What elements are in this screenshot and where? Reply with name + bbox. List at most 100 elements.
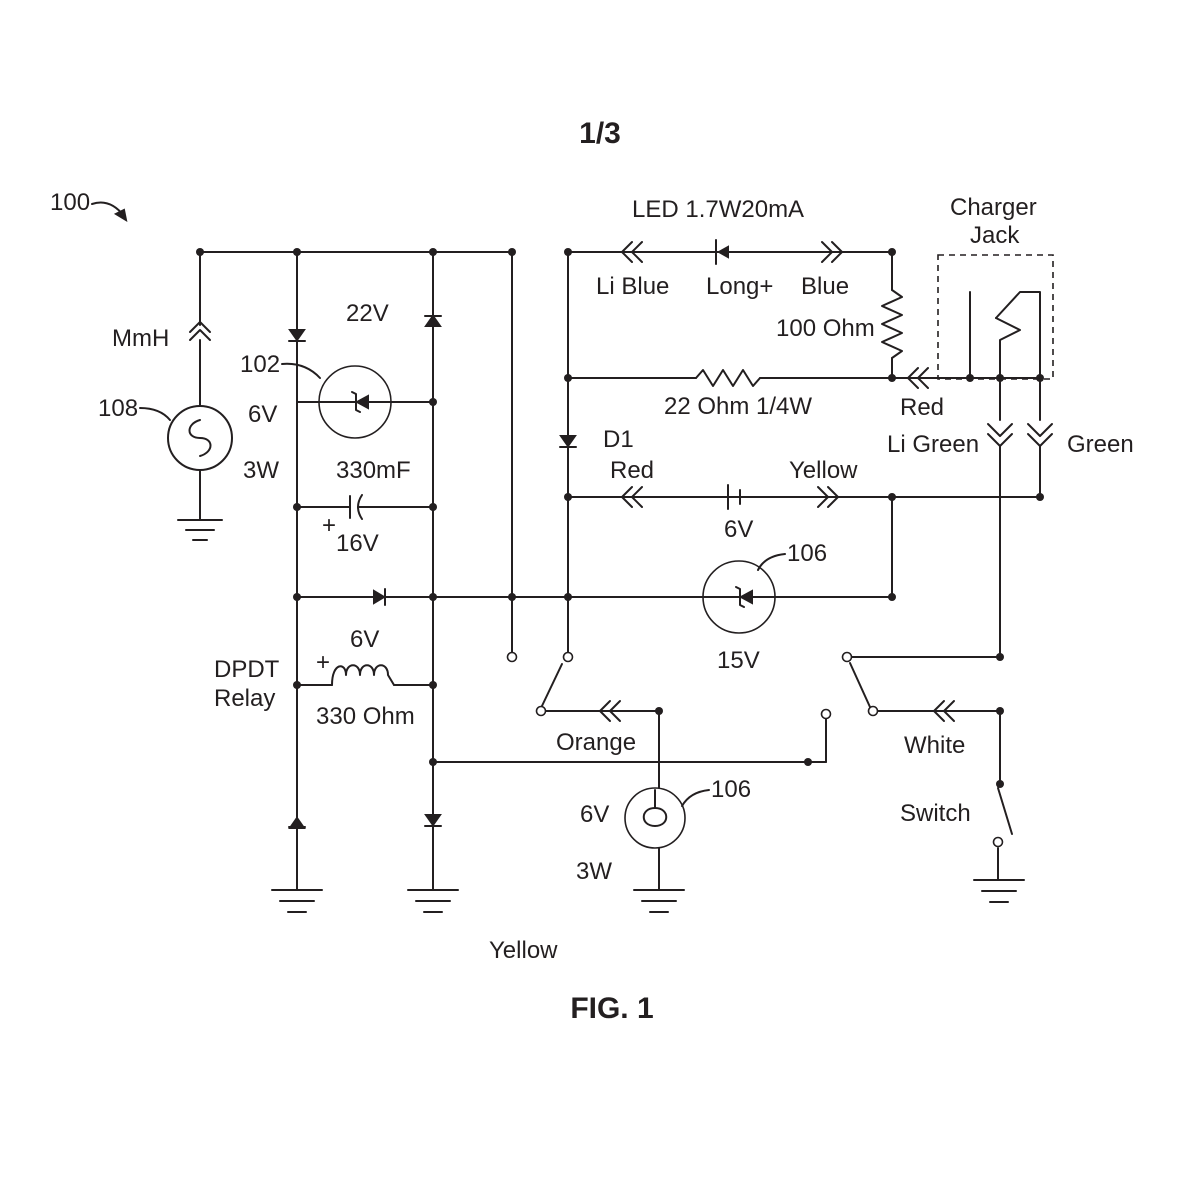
- reference-numeral-108: 108: [98, 395, 138, 422]
- resistor-22-ohm-row: [567, 367, 1041, 389]
- relay-plus-label: +: [316, 649, 330, 676]
- diode-d1-icon: [559, 435, 577, 448]
- diode-right-icon: [373, 589, 386, 605]
- resistor-zigzag-icon: [881, 289, 903, 359]
- yellow-label-bottom: Yellow: [489, 937, 558, 964]
- zener-bar-icon: [735, 586, 745, 608]
- li-green-label: Li Green: [887, 431, 979, 458]
- capacitor-voltage-label: 16V: [336, 530, 379, 557]
- ground-icon: [271, 889, 323, 913]
- led-label: LED 1.7W20mA: [632, 196, 804, 223]
- reference-numeral-102: 102: [240, 351, 280, 378]
- zener-voltage-label: 15V: [717, 647, 760, 674]
- connector-white-icon: [933, 700, 955, 722]
- capacitor-330mf: [296, 494, 434, 520]
- ground-icon: [633, 889, 685, 913]
- jack-tip-icon: [995, 317, 1021, 421]
- white-label: White: [904, 732, 965, 759]
- mmh-label: MmH: [112, 325, 169, 352]
- source-3w-label: 3W: [243, 457, 279, 484]
- junction-dots: [196, 248, 1044, 788]
- zener-arrow-icon: [354, 394, 369, 410]
- zener-106: [702, 496, 893, 634]
- figure-caption: FIG. 1: [570, 992, 653, 1025]
- connector-orange-icon: [599, 700, 621, 722]
- right-rail: [407, 251, 459, 913]
- lamp-wattage-label: 3W: [576, 858, 612, 885]
- sine-wave-icon: [188, 419, 212, 457]
- zener-arrow-icon: [738, 589, 753, 605]
- diode-down-icon: [288, 329, 306, 342]
- battery-row: [567, 445, 1041, 510]
- connector-li-green-icon: [987, 423, 1013, 447]
- capacitor-plus-label: +: [322, 512, 336, 539]
- d1-label: D1: [603, 426, 634, 453]
- connector-li-blue-icon: [621, 241, 643, 263]
- relay-switch-arm-icon: [540, 663, 563, 709]
- source-6v-label: 6V: [248, 401, 277, 428]
- reference-arrowhead-100: [113, 208, 128, 223]
- charger-label-line1: Charger: [950, 194, 1037, 221]
- connector-red-icon: [907, 367, 929, 389]
- lamp-106: [624, 787, 686, 913]
- connector-red-icon: [621, 486, 643, 508]
- relay-name-line1: DPDT: [214, 656, 280, 683]
- relay-coil: [296, 664, 434, 686]
- relay-resistance-label: 330 Ohm: [316, 703, 415, 730]
- charger-jack: [937, 254, 1054, 447]
- ac-source-branch: [167, 251, 233, 541]
- charger-jack-outline: [937, 254, 1054, 380]
- relay-voltage-label: 6V: [350, 626, 379, 653]
- connector-green-icon: [1027, 423, 1053, 447]
- ground-icon: [973, 879, 1025, 903]
- blue-label: Blue: [801, 273, 849, 300]
- yellow-label-mid: Yellow: [789, 457, 858, 484]
- resistor-100-label: 100 Ohm: [776, 315, 875, 342]
- resistor-zigzag-icon: [695, 369, 761, 387]
- reference-numeral-106-zener: 106: [787, 540, 827, 567]
- connector-yellow-icon: [817, 486, 839, 508]
- resistor-22-label: 22 Ohm 1/4W: [664, 393, 812, 420]
- resistor-100-ohm: [881, 251, 903, 379]
- ground-icon: [407, 889, 459, 913]
- led-row: [567, 239, 893, 265]
- leader-106-zener: [757, 553, 786, 571]
- left-rail: [271, 251, 323, 913]
- switch-label: Switch: [900, 800, 971, 827]
- leader-108: [139, 407, 171, 421]
- page-number: 1/3: [579, 117, 621, 150]
- lamp-circle-icon: [624, 787, 686, 849]
- reference-numeral-100: 100: [50, 189, 90, 216]
- leader-102: [281, 362, 321, 379]
- connector-blue-icon: [821, 241, 843, 263]
- charger-label-line2: Jack: [970, 222, 1020, 249]
- battery-voltage-label: 6V: [724, 516, 753, 543]
- lamp-filament-icon: [642, 789, 668, 827]
- long-plus-label: Long+: [706, 273, 773, 300]
- reference-numeral-106-lamp: 106: [711, 776, 751, 803]
- capacitor-value-label: 330mF: [336, 457, 411, 484]
- zener-bar-icon: [351, 391, 361, 413]
- zener-102: [296, 365, 434, 439]
- voltage-22v-label: 22V: [346, 300, 389, 327]
- inductor-coil-icon: [331, 664, 395, 686]
- red-label-mid: Red: [610, 457, 654, 484]
- leader-106-lamp: [681, 789, 710, 807]
- terminal-circles: [506, 651, 1004, 848]
- led-arrow-icon: [716, 245, 729, 259]
- relay-contacts-right: [849, 445, 1025, 903]
- d1-column: [559, 251, 577, 653]
- switch-lever-icon: [997, 787, 1013, 835]
- relay-name-line2: Relay: [214, 685, 275, 712]
- lamp-voltage-label: 6V: [580, 801, 609, 828]
- main-horizontal-bus: [296, 588, 704, 606]
- mmh-connector-icon: [189, 321, 211, 341]
- diode-up-icon: [424, 314, 442, 327]
- jack-spring-icon: [995, 291, 1041, 379]
- li-blue-label: Li Blue: [596, 273, 669, 300]
- red-label-top: Red: [900, 394, 944, 421]
- relay-switch-arm-icon: [849, 662, 871, 708]
- ground-icon: [177, 519, 223, 541]
- diode-down-icon: [424, 814, 442, 827]
